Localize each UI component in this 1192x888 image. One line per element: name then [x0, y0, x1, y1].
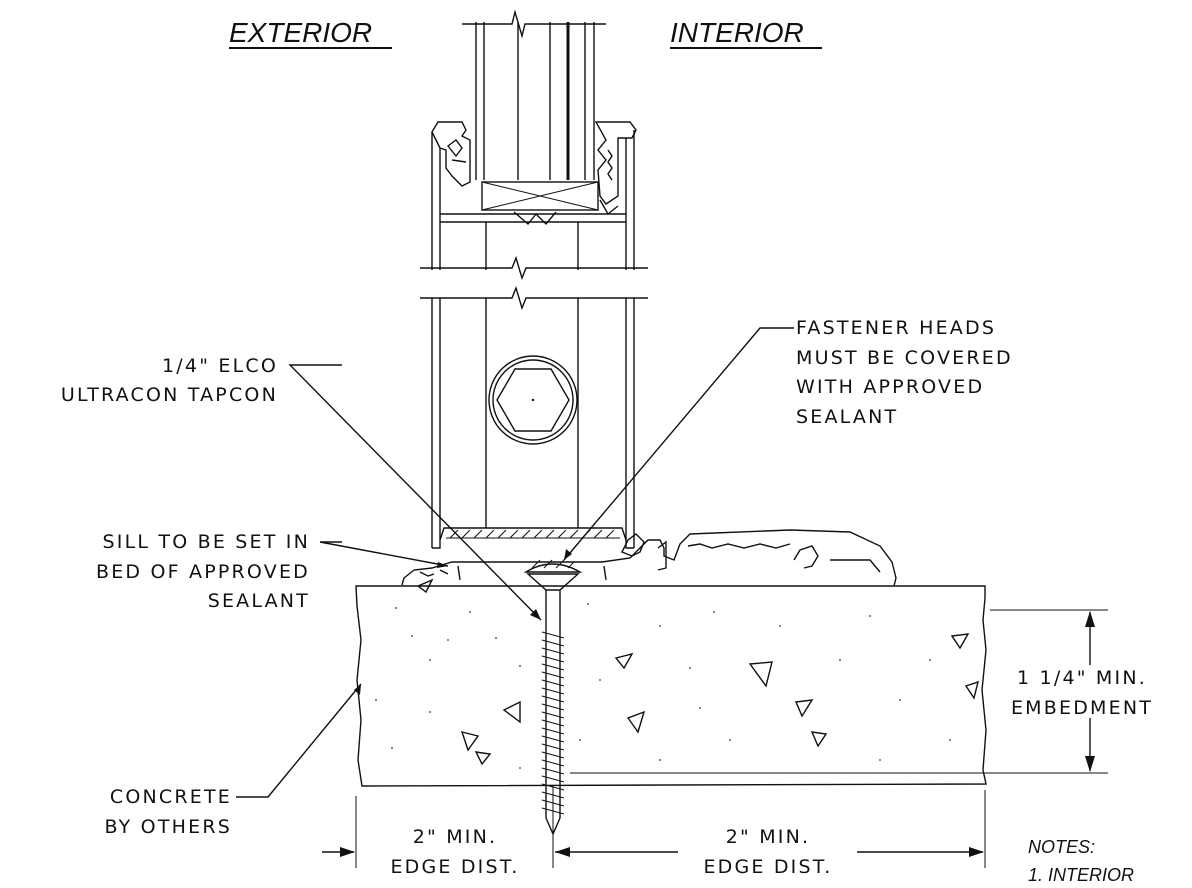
leader-lines	[236, 327, 794, 798]
fastener-label-line-2: ULTRACON TAPCON	[61, 384, 278, 406]
mullion-bottom-cap	[432, 527, 634, 549]
heads-label-line-2: MUST BE COVERED	[796, 347, 1013, 369]
interior-heading: INTERIOR	[670, 17, 804, 48]
notes-item-1: 1. INTERIOR	[1028, 865, 1134, 885]
mullion-lower	[420, 285, 648, 548]
embedment-dimension	[570, 609, 1108, 774]
edge-distance-dimensions	[322, 786, 986, 868]
exterior-heading: EXTERIOR	[229, 17, 372, 48]
access-hole-bolt-icon	[488, 355, 578, 445]
concrete-label-line-2: BY OTHERS	[104, 816, 232, 838]
sill-label-line-2: BED OF APPROVED	[96, 561, 310, 583]
sill-extrusion	[401, 529, 897, 594]
concrete-slab	[355, 585, 987, 787]
heads-label-line-4: SEALANT	[796, 406, 898, 428]
sill-label-line-3: SEALANT	[208, 590, 310, 612]
sill-label-line-1: SILL TO BE SET IN	[103, 531, 310, 553]
heads-label-line-1: FASTENER HEADS	[796, 317, 996, 339]
embedment-label-line-2: EMBEDMENT	[1011, 697, 1153, 719]
concrete-label-line-1: CONCRETE	[110, 786, 232, 808]
glazing-mullion-upper	[420, 9, 648, 281]
right-edge-dist-line-2: EDGE DIST.	[703, 856, 832, 878]
fastener-label-line-1: 1/4" ELCO	[162, 355, 278, 377]
right-edge-dist-line-1: 2" MIN.	[726, 826, 811, 848]
left-edge-dist-line-1: 2" MIN.	[413, 826, 498, 848]
heads-label-line-3: WITH APPROVED	[796, 376, 984, 398]
notes-title: NOTES:	[1028, 837, 1095, 857]
embedment-label-line-1: 1 1/4" MIN.	[1017, 667, 1147, 689]
sealant-bead	[523, 559, 583, 573]
left-edge-dist-line-2: EDGE DIST.	[390, 856, 519, 878]
